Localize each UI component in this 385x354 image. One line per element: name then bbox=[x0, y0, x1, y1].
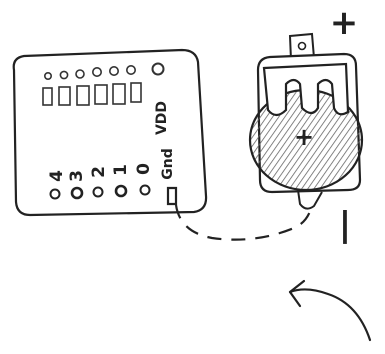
cell-plus-sign: + bbox=[294, 123, 314, 151]
microcontroller-board: VDD 4 3 2 1 0 Gnd bbox=[14, 50, 206, 215]
chip-component bbox=[131, 83, 141, 102]
chip-component bbox=[77, 86, 89, 105]
gnd-wire bbox=[176, 205, 312, 240]
flip-arrow bbox=[290, 281, 370, 340]
pin-number-3: 3 bbox=[67, 170, 87, 182]
chip-row bbox=[43, 83, 141, 105]
pin-pad-2 bbox=[94, 188, 103, 197]
chip-component bbox=[113, 84, 125, 104]
top-pad bbox=[127, 66, 135, 74]
pin-number-2: 2 bbox=[89, 166, 109, 178]
bottom-pad-row bbox=[51, 186, 177, 205]
pin-number-1: 1 bbox=[111, 164, 131, 176]
battery-clip bbox=[264, 64, 348, 115]
gnd-label: Gnd bbox=[160, 148, 176, 179]
top-pad bbox=[93, 68, 101, 76]
board-outline bbox=[14, 50, 206, 215]
pin-pad-0 bbox=[141, 186, 150, 195]
top-pad bbox=[76, 70, 84, 78]
top-pad-row bbox=[45, 64, 164, 80]
pin-pad-3 bbox=[72, 188, 82, 198]
gnd-pad bbox=[168, 188, 176, 204]
pin-number-0: 0 bbox=[134, 163, 154, 175]
pin-number-4: 4 bbox=[47, 170, 67, 182]
coin-cell-battery: + bbox=[250, 34, 362, 209]
chip-component bbox=[95, 85, 107, 104]
chip-component bbox=[43, 88, 52, 105]
battery-tab-hole bbox=[299, 43, 306, 50]
chip-component bbox=[59, 87, 70, 105]
pin-pad-4 bbox=[51, 190, 60, 199]
pin-number-row: 4 3 2 1 0 Gnd bbox=[47, 148, 176, 182]
battery-plus-sign: + bbox=[330, 3, 359, 43]
top-pad bbox=[110, 67, 118, 75]
vdd-label: VDD bbox=[154, 101, 170, 135]
battery-minus-sign: | bbox=[339, 205, 351, 245]
arrow-curve bbox=[290, 289, 370, 340]
top-pad bbox=[45, 73, 51, 79]
vdd-pad bbox=[153, 64, 164, 75]
top-pad bbox=[60, 71, 67, 78]
arrow-head bbox=[290, 281, 304, 306]
pin-pad-1 bbox=[116, 186, 126, 196]
battery-minus-lead bbox=[298, 190, 322, 209]
